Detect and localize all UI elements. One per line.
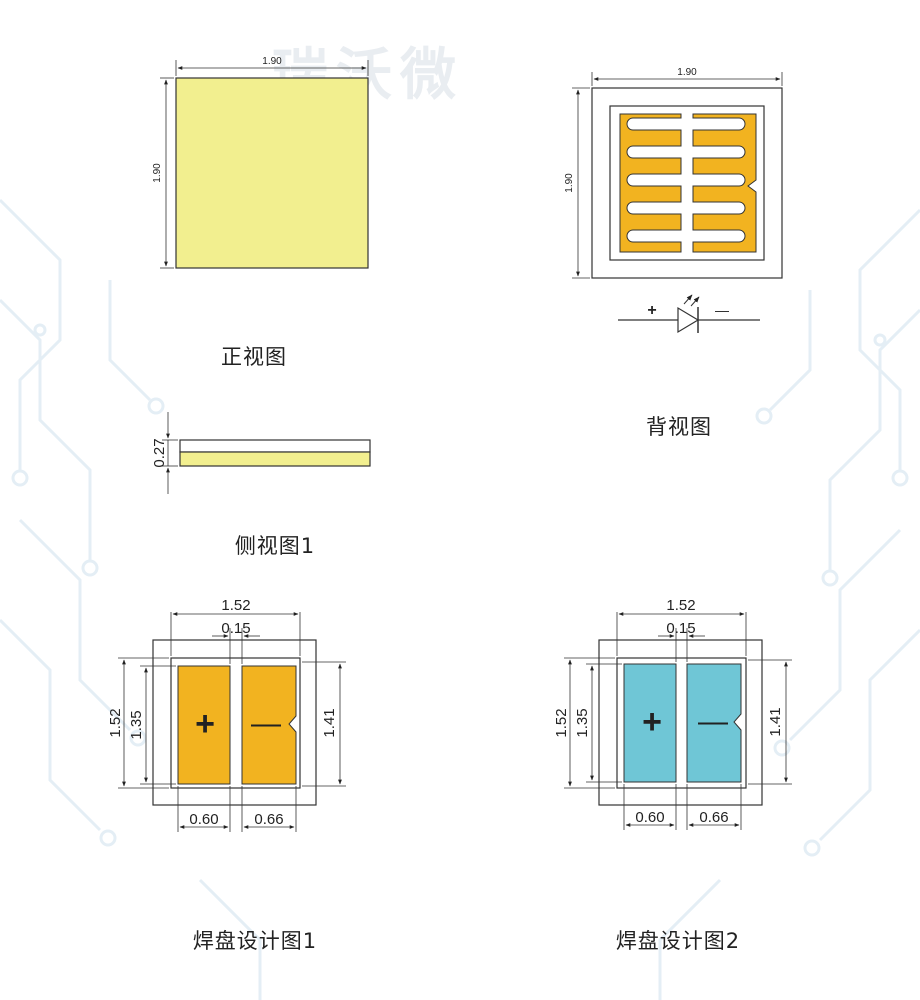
- phosphor-layer: [179, 451, 371, 467]
- front-dim-height: 1.90: [152, 163, 163, 183]
- pad1-plus-sign: +: [195, 705, 215, 743]
- side-view: 0.27: [151, 412, 371, 494]
- pad1-dim-inner-height: 1.35: [128, 710, 145, 739]
- pad1-dim-total-width: 1.52: [221, 597, 250, 614]
- pad2-dim-right-pad: 0.66: [699, 809, 728, 826]
- phosphor-surface: [175, 77, 369, 269]
- front-view-caption: 正视图: [221, 345, 287, 369]
- back-view: 1.90 1.90 + —: [564, 67, 783, 334]
- side-dim-thickness: 0.27: [151, 438, 168, 467]
- pad2-dim-left-pad: 0.60: [635, 809, 664, 826]
- pad1-dim-outer-height: 1.52: [107, 708, 124, 737]
- anode-pad: [177, 665, 231, 785]
- led-diode-symbol-icon: [618, 294, 760, 334]
- anode-comb-pad: [619, 113, 682, 253]
- back-view-caption: 背视图: [646, 415, 712, 439]
- pad2-dim-right-height: 1.41: [767, 707, 784, 736]
- cathode-pad: [686, 663, 742, 783]
- back-dim-height: 1.90: [564, 173, 575, 193]
- pad2-plus-sign: +: [642, 703, 662, 741]
- pad1-minus-sign: —: [251, 707, 281, 740]
- side-view-caption: 侧视图1: [234, 534, 316, 558]
- pad-design-2: 1.52 0.15 1.52 1.35 1.41 0.60 0.66 + —: [553, 597, 792, 830]
- pad2-minus-sign: —: [698, 705, 728, 738]
- pad-design-1: 1.52 0.15 1.52 1.35 1.41 0.60 0.66 + —: [107, 597, 346, 832]
- pad1-dim-right-height: 1.41: [321, 708, 338, 737]
- pad1-dim-gap: 0.15: [221, 620, 250, 637]
- pad-design-2-caption: 焊盘设计图2: [615, 929, 741, 953]
- pad2-dim-gap: 0.15: [666, 620, 695, 637]
- back-plus-sign: +: [647, 302, 656, 319]
- front-dim-width: 1.90: [262, 56, 282, 67]
- cathode-pad: [241, 665, 297, 785]
- pad-design-1-caption: 焊盘设计图1: [192, 929, 318, 953]
- pad2-dim-inner-height: 1.35: [574, 708, 591, 737]
- pad-frame: [609, 105, 765, 261]
- front-view: 1.90 1.90: [152, 56, 369, 269]
- back-minus-sign: —: [715, 302, 729, 318]
- pad1-dim-right-pad: 0.66: [254, 811, 283, 828]
- anode-pad: [623, 663, 677, 783]
- pad2-dim-outer-height: 1.52: [553, 708, 570, 737]
- cathode-comb-pad: [692, 113, 757, 253]
- pad1-dim-left-pad: 0.60: [189, 811, 218, 828]
- substrate-layer: [179, 439, 371, 453]
- pad2-dim-total-width: 1.52: [666, 597, 695, 614]
- back-dim-width: 1.90: [677, 67, 697, 78]
